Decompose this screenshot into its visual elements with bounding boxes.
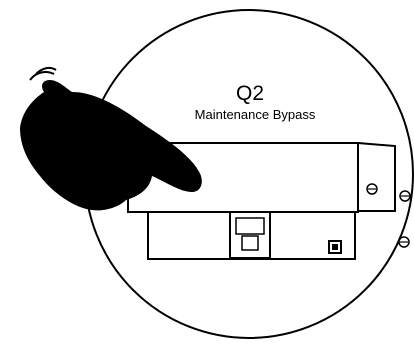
switch-name-label: Maintenance Bypass: [194, 107, 316, 122]
screw-icon: [398, 236, 410, 248]
pointing-hand-icon: [20, 66, 202, 211]
screw-icon: [366, 183, 378, 195]
indicator-dot: [332, 244, 338, 250]
screw-icon: [399, 190, 411, 202]
toggle-handle: [229, 211, 271, 259]
switch-code-label: Q2: [235, 82, 264, 105]
indicator-square: [328, 240, 342, 254]
